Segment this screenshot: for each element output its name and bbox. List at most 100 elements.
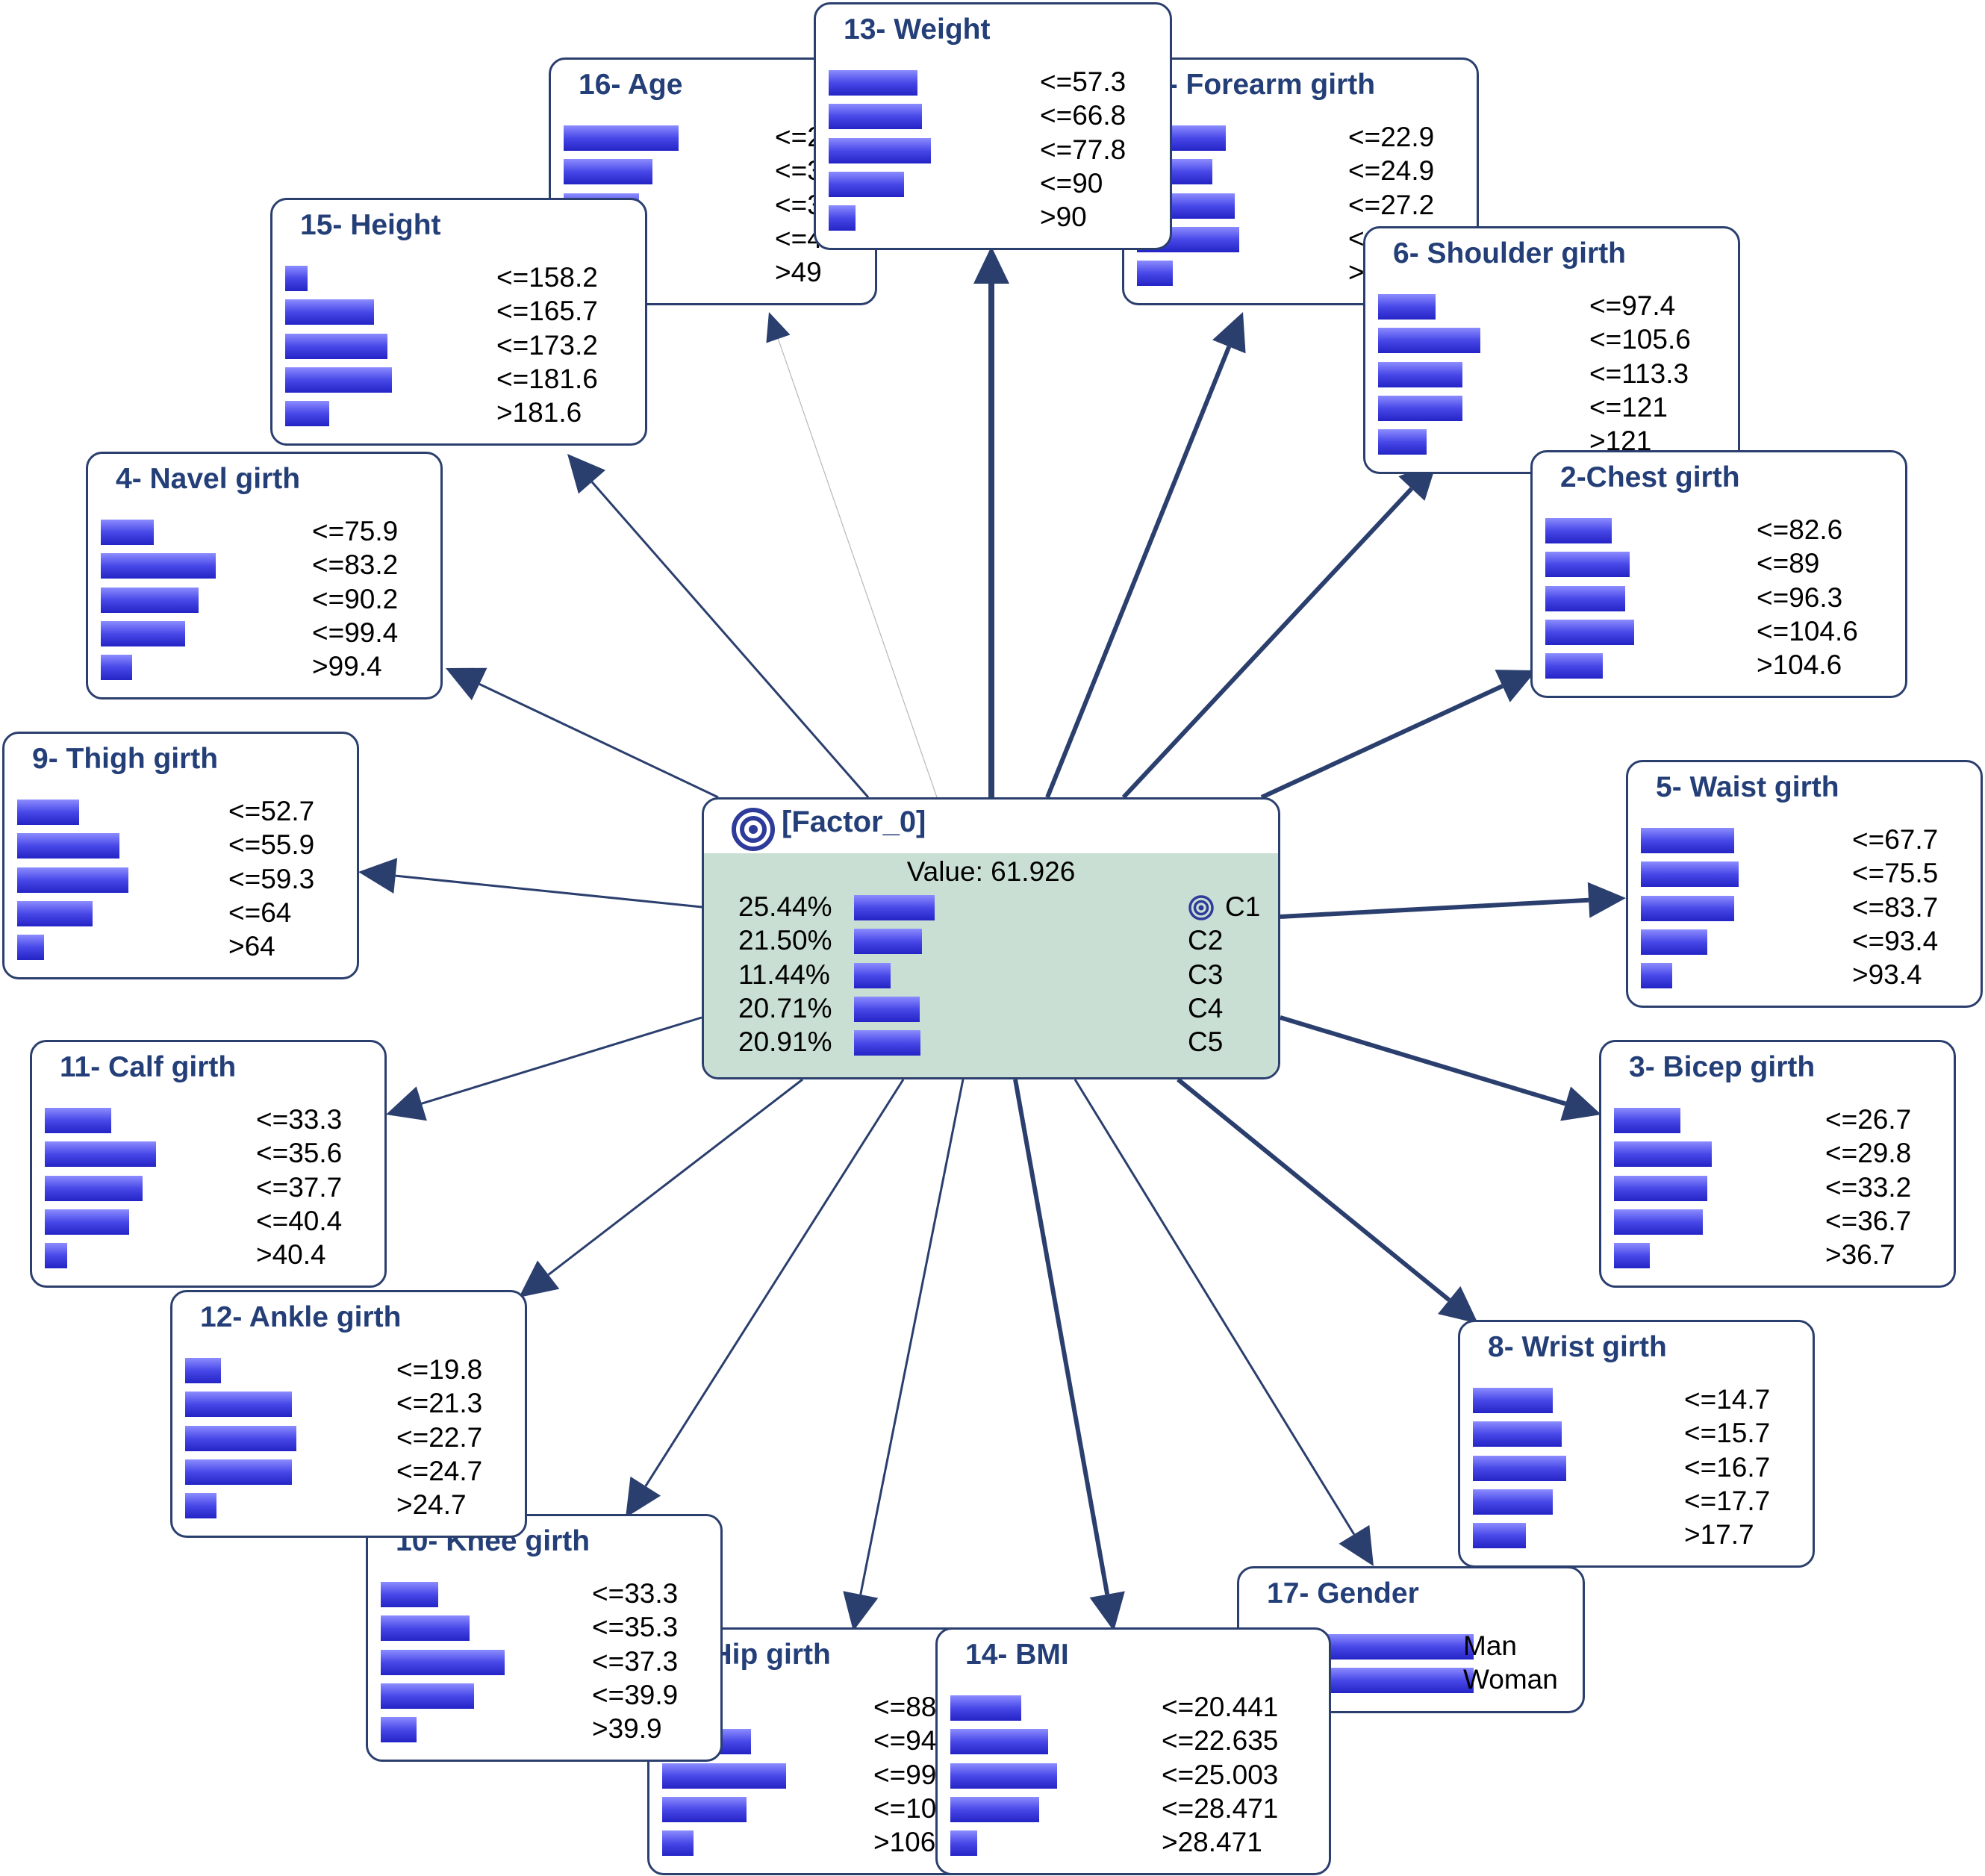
probability-bar bbox=[1473, 1489, 1553, 1515]
state-label: <=37.3 bbox=[592, 1645, 679, 1677]
state-row: <=75.9 bbox=[88, 515, 440, 549]
state-label: >40.4 bbox=[256, 1239, 326, 1271]
edge-arrowhead-height bbox=[567, 454, 606, 494]
probability-bar bbox=[17, 900, 93, 926]
probability-bar bbox=[1641, 861, 1739, 888]
state-row: <=17.7 bbox=[1460, 1485, 1813, 1518]
node-navel[interactable]: 4- Navel girth<=75.9<=83.2<=90.2<=99.4>9… bbox=[86, 452, 443, 699]
edge-line-chest bbox=[1260, 684, 1503, 800]
probability-bar bbox=[381, 1649, 505, 1675]
probability-bar bbox=[285, 401, 330, 427]
class-percentage: 25.44% bbox=[738, 891, 832, 922]
state-label: <=89 bbox=[1757, 548, 1820, 579]
state-label: >106 bbox=[873, 1827, 936, 1858]
state-row: <=96.3 bbox=[1533, 582, 1905, 615]
node-bmi[interactable]: 14- BMI<=20.441<=22.635<=25.003<=28.471>… bbox=[935, 1627, 1331, 1875]
state-label: <=19.8 bbox=[396, 1354, 483, 1385]
edge-arrowhead-wrist bbox=[1438, 1286, 1478, 1324]
state-label: <=158.2 bbox=[496, 262, 598, 293]
state-row: <=24.7 bbox=[172, 1455, 525, 1489]
state-label: <=39.9 bbox=[592, 1679, 679, 1710]
state-row: <=83.7 bbox=[1628, 891, 1981, 925]
state-label: <=93.4 bbox=[1852, 925, 1939, 956]
state-label: <=16.7 bbox=[1684, 1451, 1771, 1483]
edge-line-forearm bbox=[1045, 346, 1232, 799]
node-ankle[interactable]: 12- Ankle girth<=19.8<=21.3<=22.7<=24.7>… bbox=[170, 1290, 527, 1538]
probability-bar bbox=[662, 1830, 694, 1857]
probability-bar bbox=[101, 587, 199, 613]
class-name: C2 bbox=[1188, 925, 1224, 956]
edge-height bbox=[567, 454, 870, 798]
edge-arrowhead-thigh bbox=[358, 858, 398, 894]
state-label: >90 bbox=[1040, 202, 1087, 233]
probability-bar bbox=[1473, 1455, 1566, 1481]
probability-bar bbox=[950, 1830, 977, 1857]
node-title: 9- Thigh girth bbox=[32, 743, 219, 775]
state-label: <=24.9 bbox=[1348, 155, 1435, 187]
probability-bar bbox=[185, 1392, 292, 1418]
state-row: <=181.6 bbox=[272, 363, 645, 396]
probability-bar bbox=[829, 171, 904, 197]
node-bicep[interactable]: 3- Bicep girth<=26.7<=29.8<=33.2<=36.7>3… bbox=[1599, 1040, 1956, 1288]
state-row: <=28.471 bbox=[938, 1792, 1329, 1826]
state-label: <=40.4 bbox=[256, 1205, 343, 1236]
class-probability-bar bbox=[854, 962, 891, 988]
probability-bar bbox=[1614, 1175, 1707, 1201]
probability-bar bbox=[185, 1459, 292, 1485]
state-label: <=57.3 bbox=[1040, 66, 1127, 97]
state-row: <=24.9 bbox=[1124, 155, 1477, 188]
state-label: >99.4 bbox=[312, 651, 382, 682]
node-weight[interactable]: 13- Weight<=57.3<=66.8<=77.8<=90>90 bbox=[814, 2, 1172, 250]
probability-bar bbox=[1545, 552, 1630, 578]
node-waist[interactable]: 5- Waist girth<=67.7<=75.5<=83.7<=93.4>9… bbox=[1626, 760, 1983, 1008]
node-shoulder[interactable]: 6- Shoulder girth<=97.4<=105.6<=113.3<=1… bbox=[1363, 226, 1740, 474]
probability-bar bbox=[285, 333, 387, 359]
node-title: 2-Chest girth bbox=[1560, 461, 1740, 493]
state-label: <=181.6 bbox=[496, 363, 598, 394]
state-label: <=22.7 bbox=[396, 1421, 483, 1453]
probability-bar bbox=[17, 867, 128, 893]
class-probability-bar bbox=[854, 996, 920, 1022]
node-thigh[interactable]: 9- Thigh girth<=52.7<=55.9<=59.3<=64>64 bbox=[2, 732, 359, 979]
state-label: <=17.7 bbox=[1684, 1485, 1771, 1516]
probability-bar bbox=[1614, 1243, 1650, 1269]
state-row: <=27.2 bbox=[1124, 189, 1477, 222]
state-row: <=158.2 bbox=[272, 261, 645, 295]
probability-bar bbox=[564, 159, 652, 185]
class-row: 21.50%C2 bbox=[704, 924, 1278, 958]
target-value: Value: 61.926 bbox=[906, 856, 1076, 887]
probability-bar bbox=[950, 1729, 1048, 1755]
state-label: >49 bbox=[775, 257, 822, 288]
state-label: <=21.3 bbox=[396, 1388, 483, 1419]
probability-bar bbox=[950, 1796, 1039, 1822]
node-chest[interactable]: 2-Chest girth<=82.6<=89<=96.3<=104.6>104… bbox=[1530, 450, 1907, 698]
node-title: 11- Calf girth bbox=[60, 1051, 237, 1083]
edge-age bbox=[766, 312, 938, 798]
node-wrist[interactable]: 8- Wrist girth<=14.7<=15.7<=16.7<=17.7>1… bbox=[1458, 1320, 1815, 1568]
state-label: <=105.6 bbox=[1589, 324, 1691, 355]
edge-arrowhead-gender bbox=[1339, 1524, 1374, 1566]
class-row: 20.71%C4 bbox=[704, 992, 1278, 1026]
state-row: <=22.635 bbox=[938, 1724, 1329, 1758]
state-row: <=19.8 bbox=[172, 1353, 525, 1387]
state-row: <=52.7 bbox=[4, 795, 357, 829]
edge-line-navel bbox=[479, 683, 719, 799]
probability-bar bbox=[381, 1615, 470, 1642]
class-row: 11.44%C3 bbox=[704, 959, 1278, 992]
probability-bar bbox=[1378, 328, 1480, 354]
probability-bar bbox=[45, 1141, 156, 1168]
state-row: <=66.8 bbox=[816, 99, 1170, 133]
node-title: 4- Navel girth bbox=[116, 463, 301, 495]
state-row: <=33.3 bbox=[368, 1577, 720, 1611]
state-row: <=99 bbox=[649, 1759, 1002, 1792]
probability-bar bbox=[950, 1695, 1022, 1721]
node-calf[interactable]: 11- Calf girth<=33.3<=35.6<=37.7<=40.4>4… bbox=[30, 1040, 387, 1288]
node-height[interactable]: 15- Height<=158.2<=165.7<=173.2<=181.6>1… bbox=[270, 198, 647, 446]
probability-bar bbox=[1641, 828, 1734, 853]
probability-bar bbox=[17, 833, 119, 859]
node-knee[interactable]: 10- Knee girth<=33.3<=35.3<=37.3<=39.9>3… bbox=[366, 1514, 723, 1762]
probability-bar bbox=[381, 1582, 439, 1607]
selected-target-icon bbox=[1188, 895, 1214, 920]
